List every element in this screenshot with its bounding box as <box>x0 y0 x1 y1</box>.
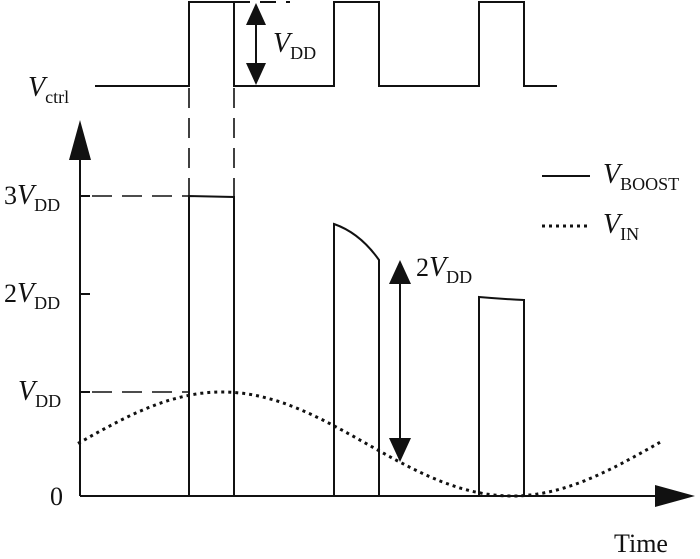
y-label-zero: 0 <box>50 482 63 511</box>
vdd-ctrl-label: VDD <box>273 28 316 63</box>
legend-v-in-label: VIN <box>603 209 639 244</box>
y-label-3vdd: 3VDD <box>4 180 60 215</box>
y-axis-arrow-head <box>69 120 91 160</box>
two-vdd-swing-arrow <box>389 260 411 462</box>
v-boost-pulse-1 <box>188 194 235 496</box>
legend-item-v-boost: VBOOST <box>542 159 679 194</box>
legend: VBOOST VIN <box>542 159 679 244</box>
legend-item-v-in: VIN <box>542 209 639 244</box>
v-ctrl-waveform <box>95 1 557 87</box>
arrow-up-head <box>389 260 411 284</box>
vdd-ctrl-swing-arrow <box>246 3 266 85</box>
v-ctrl-trace <box>95 1 557 87</box>
two-vdd-swing-label: 2VDD <box>416 252 472 287</box>
arrow-down-head <box>389 438 411 462</box>
v-ctrl-label: Vctrl <box>28 72 69 107</box>
v-boost-waveform <box>188 194 525 496</box>
y-label-2vdd: 2VDD <box>4 278 60 313</box>
legend-v-boost-label: VBOOST <box>603 159 679 194</box>
y-label-vdd: VDD <box>18 376 61 411</box>
v-in-waveform <box>77 390 661 498</box>
guide-lines <box>92 88 235 393</box>
arrow-up-head <box>246 3 266 25</box>
arrow-down-head <box>246 63 266 85</box>
v-boost-pulse-3 <box>478 295 525 496</box>
x-axis-label: Time <box>614 529 668 558</box>
axes <box>69 120 695 507</box>
v-boost-pulse-2 <box>333 222 380 496</box>
x-axis-arrow-head <box>655 485 695 507</box>
